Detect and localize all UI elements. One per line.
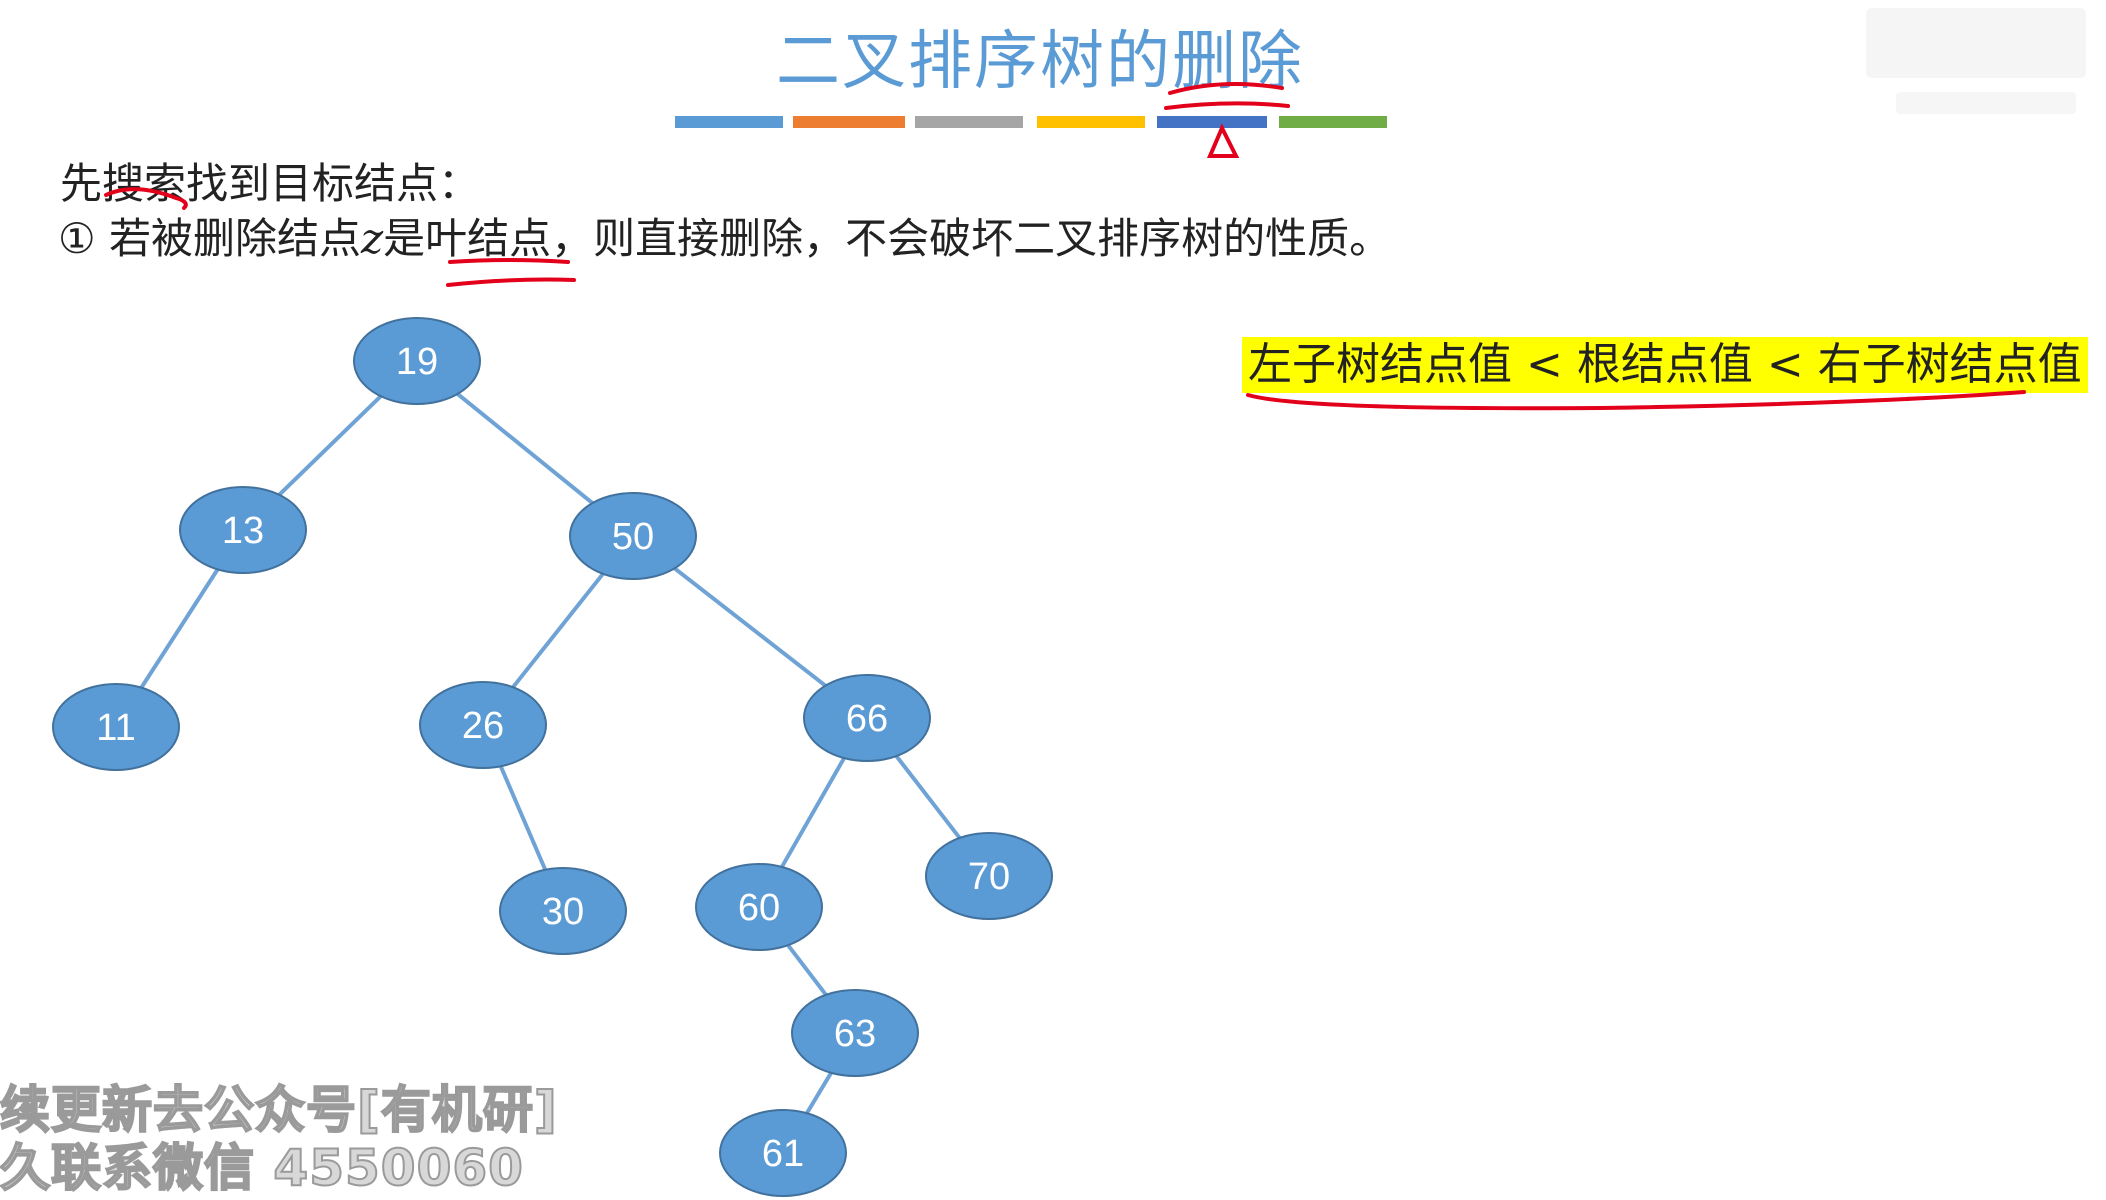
tree-node: 60 (695, 863, 823, 951)
tree-edge (894, 754, 962, 840)
annotation-underline (448, 258, 570, 264)
tree-nodes: 19 13 50 11 26 66 30 60 70 63 61 (52, 317, 1053, 1197)
tree-node-shape (925, 832, 1053, 920)
annotation-underline (1168, 82, 1284, 95)
color-bar (915, 116, 1023, 128)
case-text-part2: 是叶结点，则直接删除，不会破坏二叉排序树的性质。 (383, 214, 1392, 263)
tree-node-label: 60 (738, 887, 780, 929)
tree-node-shape (803, 674, 931, 762)
tree-node-label: 66 (846, 698, 888, 740)
tree-node: 50 (569, 492, 697, 580)
case-number: ① (58, 214, 96, 263)
watermark-line1: 续更新去公众号[有机研] (0, 1080, 558, 1140)
tree-edge (277, 394, 383, 497)
tree-node-label: 61 (762, 1133, 804, 1175)
watermark-line2: 久联系微信 4550060 (0, 1138, 524, 1198)
tree-edge (805, 1071, 833, 1115)
variable-z: z (361, 214, 384, 263)
tree-node: 61 (719, 1109, 847, 1197)
bst-property-highlight: 左子树结点值 < 根结点值 < 右子树结点值 (1242, 337, 2088, 393)
case-one-text: ① 若被删除结点z是叶结点，则直接删除，不会破坏二叉排序树的性质。 (58, 205, 1391, 266)
tree-node-label: 13 (222, 510, 264, 552)
tree-node: 30 (499, 867, 627, 955)
tree-edge (498, 765, 548, 871)
tree-node-shape (719, 1109, 847, 1197)
intro-text: 先搜索找到目标结点： (60, 159, 481, 208)
tree-node-label: 30 (542, 891, 584, 933)
tree-node: 11 (52, 683, 180, 771)
tree-edge (780, 757, 846, 868)
tree-edges (139, 392, 962, 1115)
tree-node: 66 (803, 674, 931, 762)
tree-node-shape (499, 867, 627, 955)
tree-edge (786, 943, 828, 997)
color-bar (675, 116, 783, 128)
annotation-underline (1246, 390, 2026, 411)
tree-node-shape (52, 683, 180, 771)
color-bar (1157, 116, 1267, 128)
tree-node: 63 (791, 989, 919, 1077)
tree-node-label: 63 (834, 1013, 876, 1055)
tree-node-shape (695, 863, 823, 951)
tree-node-label: 19 (396, 341, 438, 383)
annotation-underline (104, 187, 188, 210)
tree-node-label: 50 (612, 516, 654, 558)
color-bar (1037, 116, 1145, 128)
tree-node: 19 (353, 317, 481, 405)
tree-edge (456, 392, 594, 505)
tree-node-shape (569, 492, 697, 580)
tree-edge (673, 566, 827, 688)
color-bar (793, 116, 905, 128)
annotation-underline (1164, 101, 1290, 110)
tree-node-shape (791, 989, 919, 1077)
tree-node-shape (353, 317, 481, 405)
case-text-part1: 若被删除结点 (95, 214, 362, 263)
corner-logo (1866, 8, 2086, 114)
tree-edge (511, 572, 605, 689)
tree-node-shape (419, 681, 547, 769)
annotation-underline (446, 277, 576, 287)
tree-node-shape (179, 486, 307, 574)
tree-node-label: 11 (96, 707, 135, 749)
tree-edge (139, 568, 220, 689)
annotation-triangle-mark (1206, 123, 1240, 158)
tree-node: 26 (419, 681, 547, 769)
tree-node-label: 26 (462, 705, 504, 747)
annotations (104, 82, 2026, 411)
tree-node: 70 (925, 832, 1053, 920)
tree-node-label: 70 (968, 856, 1010, 898)
tree-node: 13 (179, 486, 307, 574)
color-bar (1279, 116, 1387, 128)
